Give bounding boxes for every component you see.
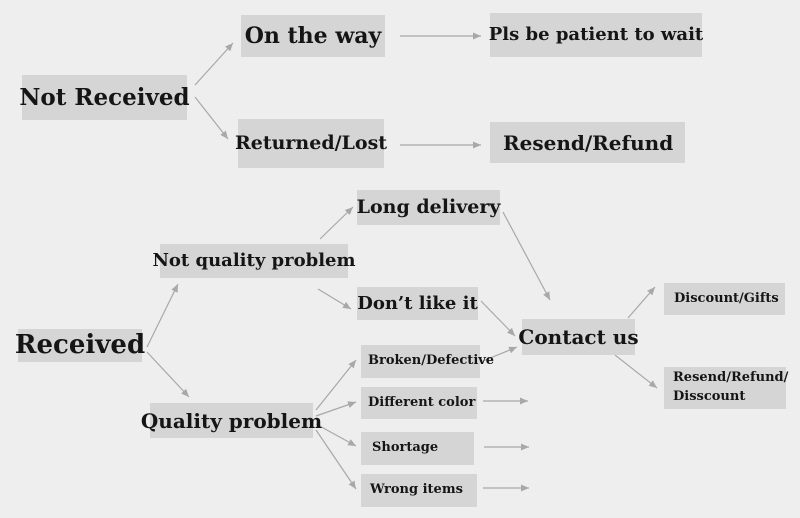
node-wrong-items-label: Wrong items: [370, 482, 463, 498]
node-resend-refund-disscount-line1: Resend/Refund/: [673, 370, 789, 386]
node-shortage-label: Shortage: [372, 440, 439, 456]
node-resend-refund-label: Resend/Refund: [503, 130, 674, 155]
node-different-color-label: Different color: [368, 394, 476, 410]
edge-quality-problem-to-wrong-items: [315, 429, 357, 490]
node-long-delivery: Long delivery: [357, 190, 500, 225]
node-not-quality-problem: Not quality problem: [152, 244, 356, 278]
edge-long-delivery-to-contact-us: [502, 211, 551, 301]
node-pls-be-patient-to-wait-label: Pls be patient to wait: [488, 24, 704, 46]
node-broken-defective-label: Broken/Defective: [368, 353, 495, 369]
edge-contact-us-to-resend-refund-disscount: [614, 354, 658, 389]
edge-quality-problem-to-broken-defective: [315, 359, 357, 411]
node-resend-refund: Resend/Refund: [490, 122, 685, 163]
node-discount-gifts-label: Discount/Gifts: [674, 290, 779, 306]
edge-not-quality-problem-to-long-delivery: [319, 206, 354, 240]
node-returned-lost-label: Returned/Lost: [234, 132, 388, 155]
node-long-delivery-label: Long delivery: [356, 196, 501, 219]
node-contact-us-label: Contact us: [518, 325, 639, 349]
node-resend-refund-disscount: Resend/Refund/ Disscount: [664, 367, 789, 409]
node-resend-refund-disscount-line2: Disscount: [673, 389, 746, 404]
node-shortage: Shortage: [361, 432, 474, 465]
edge-dont-like-it-to-contact-us: [480, 300, 516, 337]
edge-received-to-quality-problem: [146, 351, 190, 398]
node-dont-like-it: Don’t like it: [357, 287, 478, 320]
node-on-the-way-label: On the way: [244, 22, 382, 49]
node-discount-gifts: Discount/Gifts: [664, 283, 785, 315]
node-received-label: Received: [14, 330, 146, 361]
node-wrong-items: Wrong items: [361, 474, 477, 507]
node-not-quality-problem-label: Not quality problem: [152, 250, 356, 272]
node-pls-be-patient-to-wait: Pls be patient to wait: [488, 13, 704, 57]
node-on-the-way: On the way: [241, 15, 385, 57]
edge-received-to-not-quality-problem: [146, 283, 179, 348]
edge-not-quality-problem-to-dont-like-it: [317, 288, 352, 310]
node-not-received-label: Not Received: [19, 83, 190, 111]
edge-not-received-to-returned-lost: [194, 96, 229, 140]
node-broken-defective: Broken/Defective: [361, 345, 494, 378]
node-not-received: Not Received: [19, 75, 190, 120]
node-contact-us: Contact us: [518, 319, 639, 355]
node-quality-problem: Quality problem: [141, 403, 322, 438]
node-dont-like-it-label: Don’t like it: [357, 292, 478, 314]
node-received: Received: [14, 329, 146, 362]
edge-not-received-to-on-the-way: [194, 42, 234, 86]
node-quality-problem-label: Quality problem: [140, 408, 323, 433]
node-different-color: Different color: [361, 387, 477, 419]
edge-contact-us-to-discount-gifts: [627, 286, 656, 319]
node-returned-lost: Returned/Lost: [234, 119, 388, 168]
